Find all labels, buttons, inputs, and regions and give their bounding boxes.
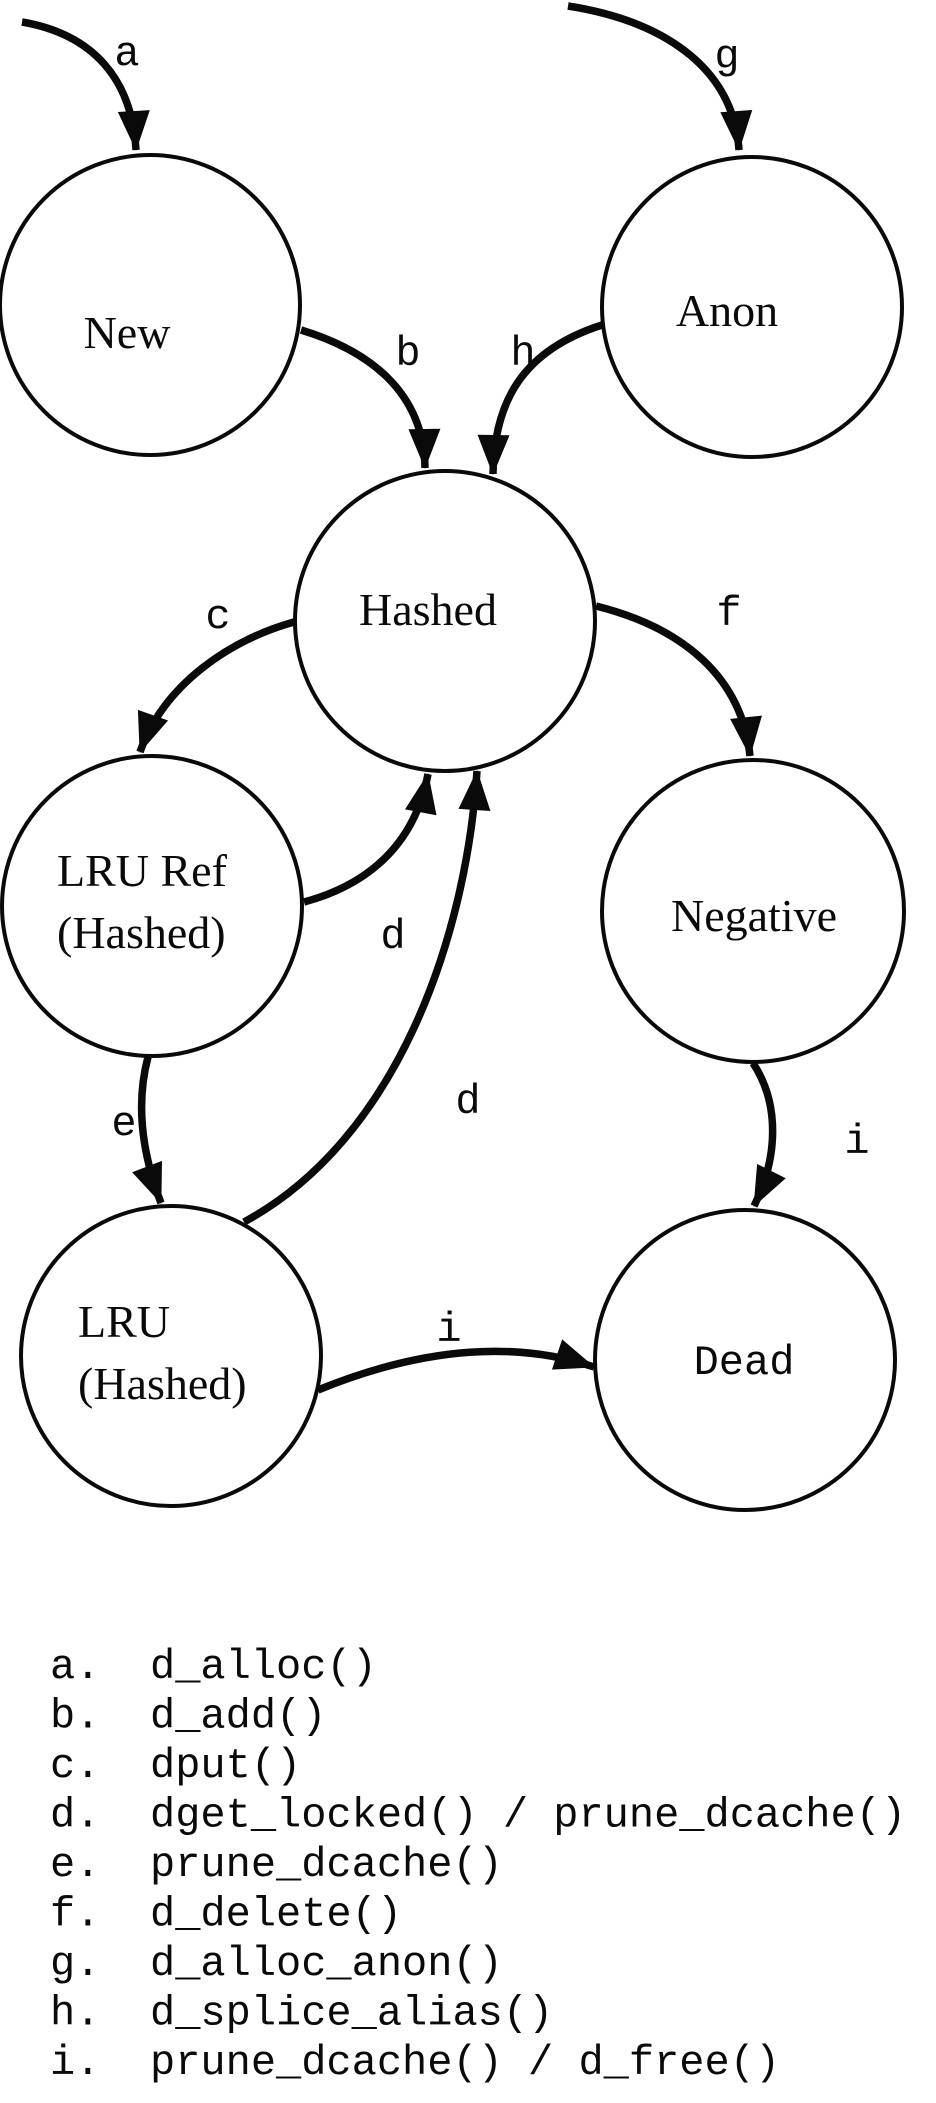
edge-i-lru-dead-label: i	[436, 1306, 461, 1354]
edge-a-label: a	[114, 30, 139, 78]
legend-item-g-text: d_alloc_anon()	[150, 1940, 503, 1988]
node-dead-circle	[593, 1208, 897, 1512]
edge-b-label: b	[395, 330, 420, 378]
legend-item-f-text: d_delete()	[150, 1891, 402, 1939]
node-anon-circle	[600, 155, 904, 459]
edge-h-label: h	[510, 330, 535, 378]
edge-f-arrow	[595, 602, 762, 757]
edge-a-arrow	[21, 18, 150, 151]
node-anon-label: Anon	[676, 285, 778, 336]
node-hashed-circle	[293, 469, 597, 773]
legend-item-i-key: i.	[50, 2039, 100, 2087]
node-lru-ref-label: (Hashed)	[57, 907, 226, 958]
edge-d-short-label: d	[380, 913, 405, 961]
transition-arrows	[21, 2, 786, 1394]
edge-b-arrow	[299, 326, 441, 469]
edge-c-arrow	[136, 618, 296, 754]
node-lru-label: LRU	[78, 1296, 170, 1347]
legend-item-b-key: b.	[50, 1693, 100, 1741]
edge-i-negative-dead-label: i	[844, 1118, 869, 1166]
node-lru-circle	[19, 1204, 323, 1508]
legend-item-a-text: d_alloc()	[150, 1643, 377, 1691]
legend-item-i-text: prune_dcache() / d_free()	[150, 2039, 780, 2087]
node-hashed-label: Hashed	[359, 584, 497, 635]
node-lru-label: (Hashed)	[78, 1358, 247, 1409]
edge-g-arrow	[567, 2, 753, 151]
edge-g-label: g	[714, 33, 739, 81]
legend-item-h-key: h.	[50, 1990, 100, 2038]
node-lru-ref-label: LRU Ref	[57, 845, 228, 896]
node-negative-circle	[600, 758, 906, 1064]
edge-d-long-arrow	[242, 770, 491, 1226]
edge-e-label: e	[111, 1100, 136, 1148]
node-lru-ref-circle	[0, 754, 304, 1058]
edge-d-long-label: d	[455, 1078, 480, 1126]
legend-item-a-key: a.	[50, 1643, 100, 1691]
node-new-label: New	[84, 307, 172, 358]
edge-i-lru-dead-arrow	[316, 1339, 596, 1394]
legend-item-b-text: d_add()	[150, 1693, 326, 1741]
legend-item-d-text: dget_locked() / prune_dcache()	[150, 1792, 906, 1840]
legend-item-f-key: f.	[50, 1891, 100, 1939]
node-negative-label: Negative	[671, 890, 837, 941]
legend-item-g-key: g.	[50, 1940, 100, 1988]
edge-h-arrow	[477, 321, 604, 475]
edge-d-short-arrow	[303, 773, 437, 906]
legend-item-h-text: d_splice_alias()	[150, 1990, 553, 2038]
legend-item-e-text: prune_dcache()	[150, 1841, 503, 1889]
edge-c-label: c	[205, 593, 230, 641]
legend-item-c-key: c.	[50, 1742, 100, 1790]
legend: a. d_alloc() b. d_add() c. dput() d. dget_locke…	[50, 1643, 906, 2087]
edge-i-negative-dead-arrow	[749, 1060, 786, 1208]
legend-item-c-text: dput()	[150, 1742, 301, 1790]
legend-item-d-key: d.	[50, 1792, 100, 1840]
edge-f-label: f	[716, 590, 741, 638]
node-dead-label: Dead	[694, 1339, 795, 1387]
edge-e-arrow	[132, 1056, 165, 1205]
legend-item-e-key: e.	[50, 1841, 100, 1889]
transition-labels: a g b h c f d d e i i	[111, 30, 869, 1354]
node-new-circle	[0, 153, 302, 457]
